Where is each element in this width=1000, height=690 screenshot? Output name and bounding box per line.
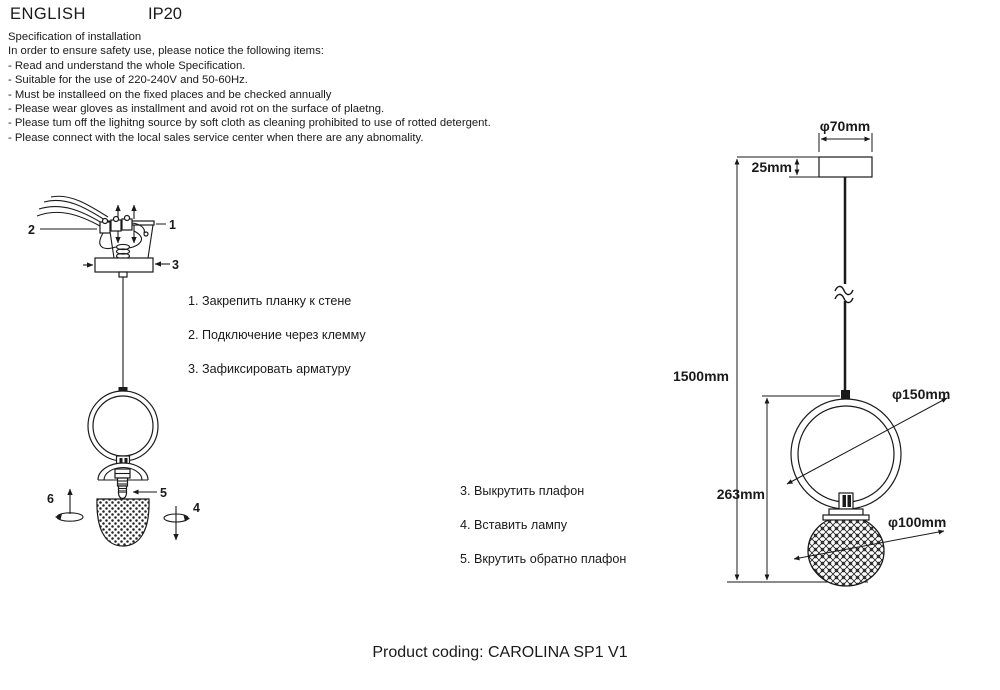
svg-text:φ150mm: φ150mm	[892, 386, 950, 402]
screw-direction-symbol	[163, 506, 190, 541]
terminal-block-shape	[99, 214, 149, 250]
svg-text:263mm: 263mm	[717, 486, 765, 502]
svg-text:1500mm: 1500mm	[673, 368, 729, 384]
callout-socket: 5	[160, 486, 167, 500]
install-step: 3. Зафиксировать арматуру	[188, 362, 351, 376]
canopy-shape	[818, 156, 873, 178]
crystal-sphere-shape	[807, 515, 885, 587]
svg-text:φ70mm: φ70mm	[820, 118, 870, 134]
callout-shade-turn: 6	[47, 492, 54, 506]
callout-terminal: 2	[28, 223, 35, 237]
callout-bracket: 1	[169, 218, 176, 232]
spec-title: Specification of installation	[8, 31, 142, 43]
crystal-shade-shape	[96, 498, 150, 547]
install-step: 1. Закрепить планку к стене	[188, 294, 352, 308]
assembly-diagram: 2 1 3 5	[28, 195, 200, 547]
spec-item: - Please connect with the local sales se…	[8, 131, 424, 144]
sphere-diameter-dimension: φ100mm	[793, 514, 946, 561]
spec-item: - Suitable for the use of 220-240V and 5…	[8, 74, 248, 87]
svg-text:25mm: 25mm	[752, 159, 792, 175]
canopy-shape	[83, 257, 170, 278]
spec-item: - Please tum off the lighitng source by …	[8, 117, 491, 130]
ring-shape	[790, 390, 902, 510]
spec-item: - Please wear gloves as installment and …	[8, 103, 385, 116]
spec-item: - Must be installeed on the fixed places…	[8, 88, 332, 101]
canopy-height-dimension: 25mm	[752, 158, 820, 178]
bulb-step: 3. Выкрутить плафон	[460, 484, 585, 498]
product-coding: Product coding: CAROLINA SP1 V1	[372, 644, 628, 661]
cord-shape	[834, 177, 854, 392]
svg-text:φ100mm: φ100mm	[888, 514, 946, 530]
spec-block: Specification of installation In order t…	[8, 30, 491, 145]
sphere-cap-shape	[822, 492, 870, 521]
bulb-step: 5. Вкрутить обратно плафон	[460, 552, 627, 566]
break-symbol	[834, 285, 854, 296]
canopy-diameter-dimension: φ70mm	[818, 118, 873, 152]
bulb-step: 4. Вставить лампу	[460, 518, 568, 532]
callout-canopy: 3	[172, 258, 179, 272]
spec-intro: In order to ensure safety use, please no…	[8, 45, 324, 58]
ip-rating: IP20	[148, 5, 182, 23]
unscrew-direction-symbol	[55, 488, 84, 522]
socket-assembly-shape	[97, 455, 149, 504]
bulb-steps-list: 3. Выкрутить плафон 4. Вставить лампу 5.…	[460, 484, 626, 586]
install-steps-list: 1. Закрепить планку к стене 2. Подключен…	[188, 294, 366, 396]
dimension-diagram: φ70mm 25mm 1500mm 263mm	[673, 118, 950, 587]
break-symbol	[834, 293, 854, 304]
spec-item: - Read and understand the whole Specific…	[8, 59, 246, 72]
callout-lamp-turn: 4	[193, 501, 200, 515]
overall-drop-dimension: 1500mm	[673, 158, 740, 581]
language-title: ENGLISH	[10, 5, 86, 23]
supply-wires-shape	[36, 195, 109, 227]
ring-shape	[87, 390, 159, 462]
install-step: 2. Подключение через клемму	[188, 328, 366, 342]
ring-diameter-dimension: φ150mm	[786, 386, 950, 485]
